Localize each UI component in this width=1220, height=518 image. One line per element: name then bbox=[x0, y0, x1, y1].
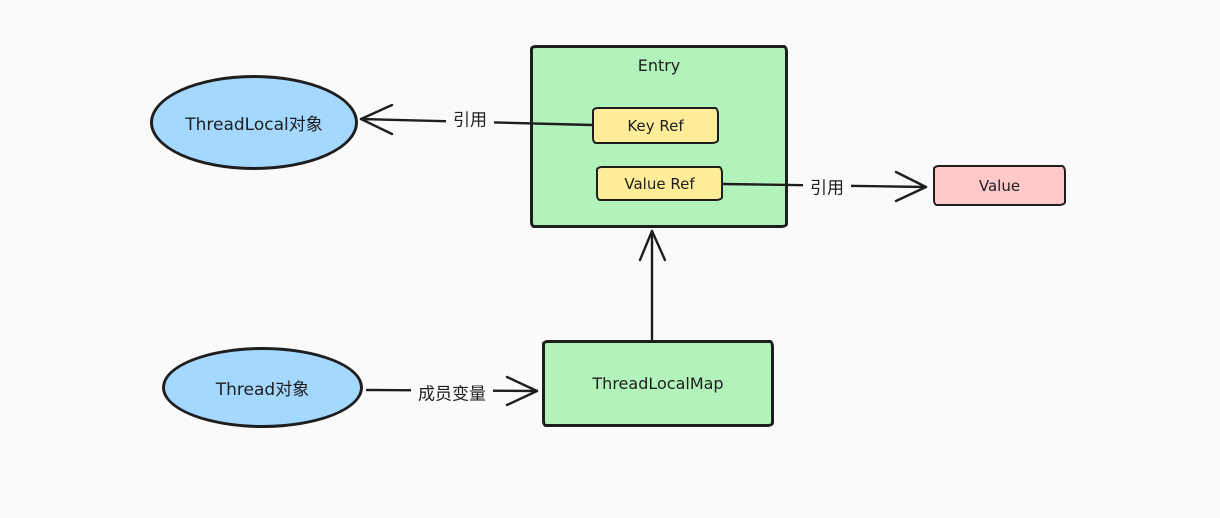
node-threadlocalmap-label: ThreadLocalMap bbox=[592, 374, 724, 393]
edge-label-reference-left: 引用 bbox=[446, 104, 494, 132]
node-threadlocal-object: ThreadLocal对象 bbox=[150, 75, 358, 170]
node-value-ref: Value Ref bbox=[596, 166, 723, 201]
edge-label-reference-right: 引用 bbox=[803, 172, 851, 200]
node-key-ref-label: Key Ref bbox=[627, 116, 684, 135]
node-threadlocalmap: ThreadLocalMap bbox=[542, 340, 774, 427]
node-value: Value bbox=[933, 165, 1066, 206]
node-thread-object: Thread对象 bbox=[162, 347, 363, 428]
node-thread-object-label: Thread对象 bbox=[215, 380, 310, 400]
node-key-ref: Key Ref bbox=[592, 107, 719, 144]
node-threadlocal-object-label: ThreadLocal对象 bbox=[185, 115, 323, 135]
node-entry-label: Entry bbox=[637, 56, 681, 75]
arrow-threadlocalmap-to-entry bbox=[638, 229, 667, 342]
node-value-label: Value bbox=[978, 176, 1021, 195]
edge-label-member-variable: 成员变量 bbox=[411, 378, 493, 406]
node-value-ref-label: Value Ref bbox=[624, 174, 695, 193]
